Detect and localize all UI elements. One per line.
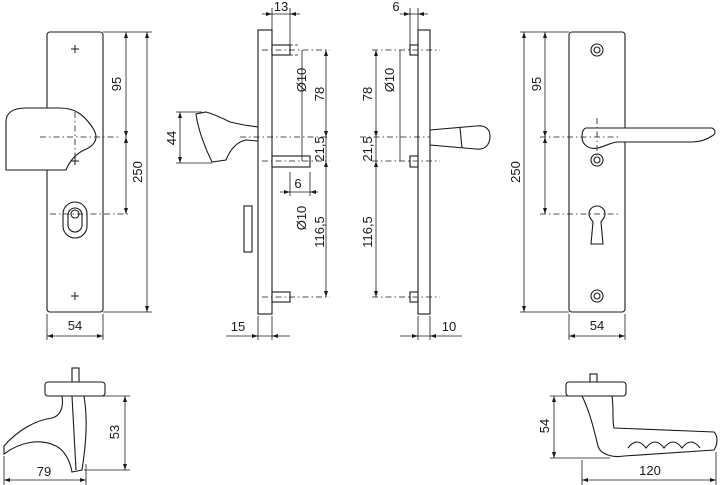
side-view-left: 44 13 Ø10 78 21,5 (164, 0, 330, 340)
knob-front (5, 107, 97, 171)
front-view-knob-plate: 54 250 95 (5, 31, 152, 340)
dim-plate-width-right: 54 (590, 318, 604, 333)
dim-knob-depth: 53 (107, 425, 122, 439)
dim-top-offset-left: 13 (274, 0, 288, 14)
top-view-knob: 53 79 (3, 367, 130, 485)
backplate-side-right (417, 29, 431, 315)
backplate-left (46, 31, 104, 313)
dim-bottom-spacing-right: 116,5 (360, 216, 375, 248)
dim-lever-projection: 120 (639, 463, 661, 478)
dim-top-offset-right: 6 (392, 0, 399, 14)
dim-hole-top-left: Ø10 (294, 68, 309, 93)
dim-knob-height: 44 (164, 131, 179, 145)
dim-pin-offset-left: 6 (294, 176, 301, 191)
dim-height-total-right: 250 (508, 161, 523, 183)
dim-base-width-left: 15 (231, 319, 245, 334)
knob-top-view (3, 395, 87, 473)
dim-knob-projection: 79 (37, 464, 51, 479)
dim-mid-spacing-right: 21,5 (360, 136, 375, 161)
cylinder-escutcheon-left (62, 201, 88, 239)
lever-front (581, 127, 716, 149)
backplate-side-left (257, 29, 273, 315)
dim-hole-top-right: Ø10 (382, 68, 397, 93)
front-view-lever-plate: 54 250 95 (508, 31, 716, 340)
dim-top-spacing-right: 78 (360, 87, 375, 101)
dim-handle-to-cylinder-right: 95 (529, 77, 544, 91)
dim-handle-to-cylinder-left: 95 (109, 77, 124, 91)
knob-side (195, 111, 259, 163)
dim-hole-bottom-left: Ø10 (294, 206, 309, 231)
backplate-right (568, 31, 626, 313)
dim-plate-width-left: 54 (68, 318, 82, 333)
dim-base-width-right: 10 (442, 319, 456, 334)
dim-lever-depth: 54 (537, 419, 552, 433)
dim-top-spacing-left: 78 (312, 87, 327, 101)
lever-top-view (581, 395, 718, 458)
dim-mid-spacing-left: 21,5 (312, 136, 327, 161)
top-view-lever: 54 120 (537, 373, 718, 485)
keyhole-right (588, 205, 606, 245)
lever-side (429, 125, 491, 150)
dim-height-total-left: 250 (130, 161, 145, 183)
dim-bottom-spacing-left: 116,5 (312, 216, 327, 248)
side-view-right: 6 Ø10 78 21,5 116,5 10 (360, 0, 491, 340)
